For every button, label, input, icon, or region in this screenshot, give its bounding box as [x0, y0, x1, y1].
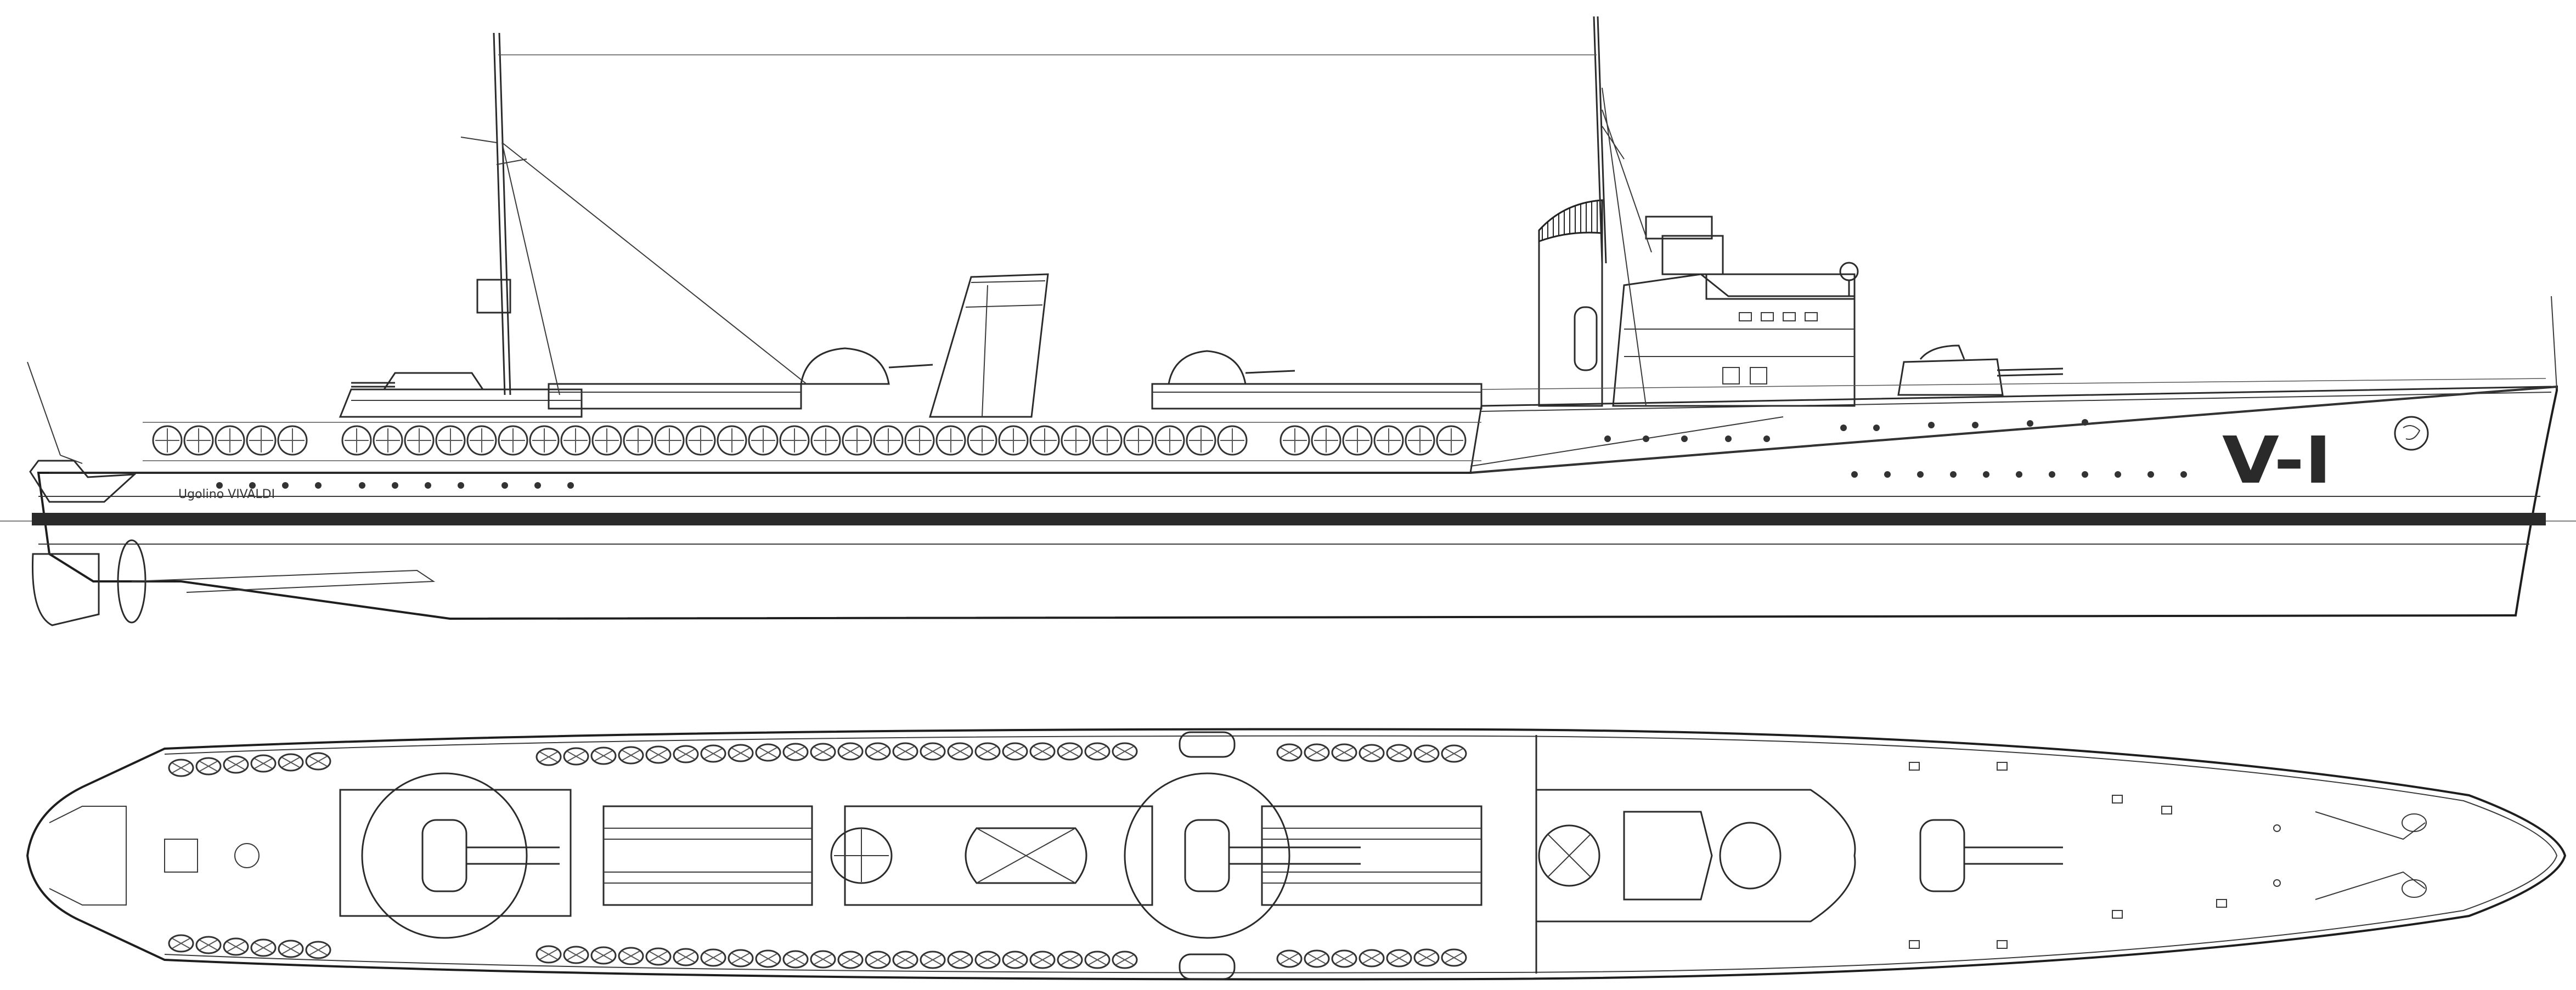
aft-deckhouse [339, 388, 583, 418]
floater-row-profile [152, 425, 1467, 456]
boat-upper [1179, 731, 1236, 758]
torpedo-platform-aft [548, 383, 802, 410]
bridge-plan [1535, 789, 1856, 923]
forward-gun-plan [1919, 819, 1965, 892]
boat-lower [1179, 953, 1236, 980]
fore-mast [1593, 16, 1652, 406]
forward-gun-mount [1897, 358, 2004, 396]
midship-gun-tub [1124, 772, 1290, 939]
boot-topping [32, 513, 2546, 525]
rudder [31, 553, 100, 626]
searchlight [1839, 262, 1859, 281]
aft-gun-tub [361, 772, 528, 939]
profile-view: Ugolino VIVALDI V-I [0, 16, 2576, 626]
plan-view [26, 728, 2567, 981]
aft-deckhouse-plan [339, 789, 572, 917]
anchor-chains [2315, 811, 2427, 900]
bridge-top [1661, 235, 1724, 275]
funnel-cap [1538, 199, 1603, 243]
propeller-shaft [131, 569, 436, 593]
stern-name: Ugolino VIVALDI [178, 488, 275, 501]
torpedo-platform-mid [1151, 383, 1483, 410]
bridge [1612, 273, 1856, 407]
main-mast [460, 32, 807, 395]
deck-fittings [1909, 762, 2281, 949]
hull-profile [37, 385, 2558, 620]
midship-gun-mount-1 [800, 347, 890, 385]
aft-funnel [928, 273, 1049, 418]
stern-fittings [49, 806, 260, 906]
stern-gallows [29, 460, 137, 503]
pennant-number: V-I [2222, 422, 2332, 498]
hawse-pipe [2394, 416, 2429, 451]
deck-outline [26, 728, 2567, 981]
midship-gun-mount-2 [1168, 350, 1247, 385]
aft-funnel-top [830, 827, 893, 884]
aft-gun-mount [382, 372, 484, 391]
torpedo-tubes-plan [604, 828, 1481, 884]
